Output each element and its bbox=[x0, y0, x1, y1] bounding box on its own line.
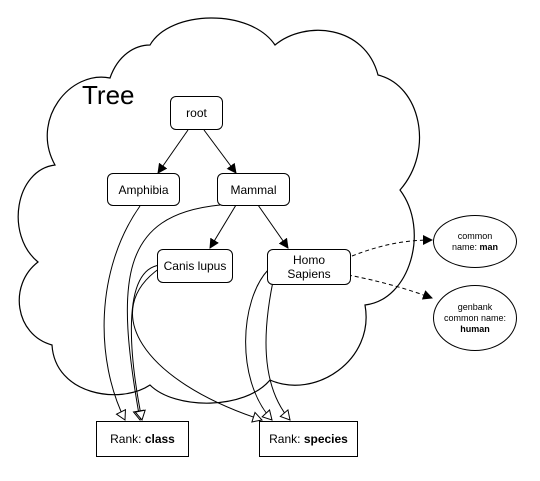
node-root-label: root bbox=[186, 106, 207, 120]
edge-root-mammal bbox=[203, 129, 237, 174]
annotation-common-name-man[interactable]: common name: man bbox=[433, 215, 517, 268]
annotation-man-value: man bbox=[479, 241, 499, 252]
annotation-genbank-human[interactable]: genbank common name: human bbox=[433, 285, 517, 351]
edge-mammal-canis bbox=[209, 204, 237, 249]
edge-canis-rank-species bbox=[132, 267, 263, 423]
annotation-human-line1: genbank bbox=[457, 301, 493, 312]
node-root[interactable]: root bbox=[170, 96, 223, 130]
rank-class-value: class bbox=[144, 432, 175, 446]
rank-species-value: species bbox=[303, 432, 348, 446]
node-mammal-label: Mammal bbox=[230, 182, 277, 197]
node-mammal[interactable]: Mammal bbox=[217, 173, 290, 206]
tree-cloud-shape bbox=[17, 17, 421, 404]
edge-amphibia-rank-class bbox=[103, 205, 141, 421]
node-homo-sapiens[interactable]: Homo Sapiens bbox=[267, 249, 351, 285]
edge-homo-annotation-human bbox=[347, 274, 433, 300]
annotation-man-line1: common bbox=[457, 230, 493, 241]
edge-mammal-rank-class bbox=[126, 204, 221, 422]
edge-homo-rank-species-2 bbox=[265, 271, 291, 421]
annotation-man-line2: name: man bbox=[452, 242, 498, 253]
rank-class-box[interactable]: Rank: class bbox=[96, 421, 189, 457]
node-homo-label-line1: Homo bbox=[292, 253, 325, 267]
rank-class-prefix: Rank: bbox=[110, 432, 145, 446]
node-amphibia-label: Amphibia bbox=[118, 182, 169, 197]
edge-mammal-homo bbox=[257, 204, 289, 249]
node-canis-lupus[interactable]: Canis lupus bbox=[157, 249, 233, 283]
rank-species-prefix: Rank: bbox=[269, 432, 304, 446]
edge-homo-annotation-man bbox=[351, 235, 433, 257]
node-amphibia[interactable]: Amphibia bbox=[107, 173, 180, 206]
annotation-human-value: human bbox=[460, 323, 490, 334]
edge-homo-rank-species bbox=[245, 269, 273, 421]
node-homo-label-line2: Sapiens bbox=[287, 267, 331, 281]
annotation-man-prefix: name: bbox=[451, 241, 480, 252]
edge-root-amphibia bbox=[157, 129, 189, 174]
rank-species-box[interactable]: Rank: species bbox=[259, 421, 358, 457]
tree-title: Tree bbox=[82, 80, 135, 110]
annotation-human-line2: common name: bbox=[443, 312, 507, 323]
edge-canis-rank-class bbox=[130, 264, 161, 422]
node-canis-lupus-label: Canis lupus bbox=[163, 259, 227, 273]
